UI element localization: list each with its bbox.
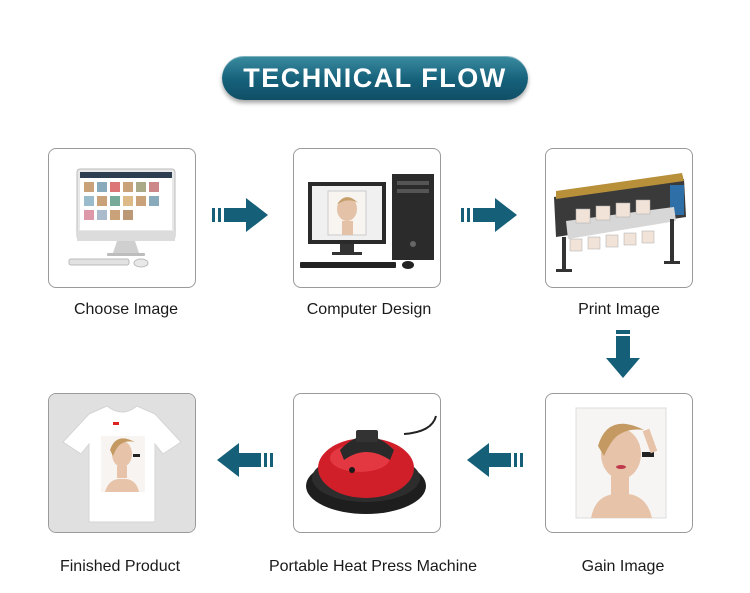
arrow-right-icon: [212, 198, 268, 232]
arrow-left-icon: [217, 443, 273, 477]
step-label-computer-design: Computer Design: [306, 301, 432, 318]
step-computer-design-box: [293, 148, 441, 288]
tshirt-icon: [49, 394, 195, 532]
step-label-heat-press: Portable Heat Press Machine: [268, 558, 478, 575]
step-label-gain-image: Gain Image: [581, 558, 665, 575]
arrow-down-icon: [606, 330, 640, 378]
step-gain-image-box: [545, 393, 693, 533]
photo-print-icon: [575, 407, 667, 519]
step-label-print-image: Print Image: [578, 301, 660, 318]
page-title: TECHNICAL FLOW: [243, 62, 507, 93]
step-print-image-box: [545, 148, 693, 288]
step-heat-press-box: [293, 393, 441, 533]
arrow-left-icon: [467, 443, 523, 477]
step-label-choose-image: Choose Image: [73, 301, 179, 318]
heat-press-icon: [306, 415, 437, 514]
monitor-icon: [68, 168, 176, 268]
title-banner: TECHNICAL FLOW: [222, 56, 528, 100]
desktop-computer-icon: [300, 174, 434, 269]
step-label-finished-product: Finished Product: [59, 558, 181, 575]
printer-icon: [554, 173, 686, 272]
step-finished-product-box: [48, 393, 196, 533]
arrow-right-icon: [461, 198, 517, 232]
step-choose-image-box: [48, 148, 196, 288]
